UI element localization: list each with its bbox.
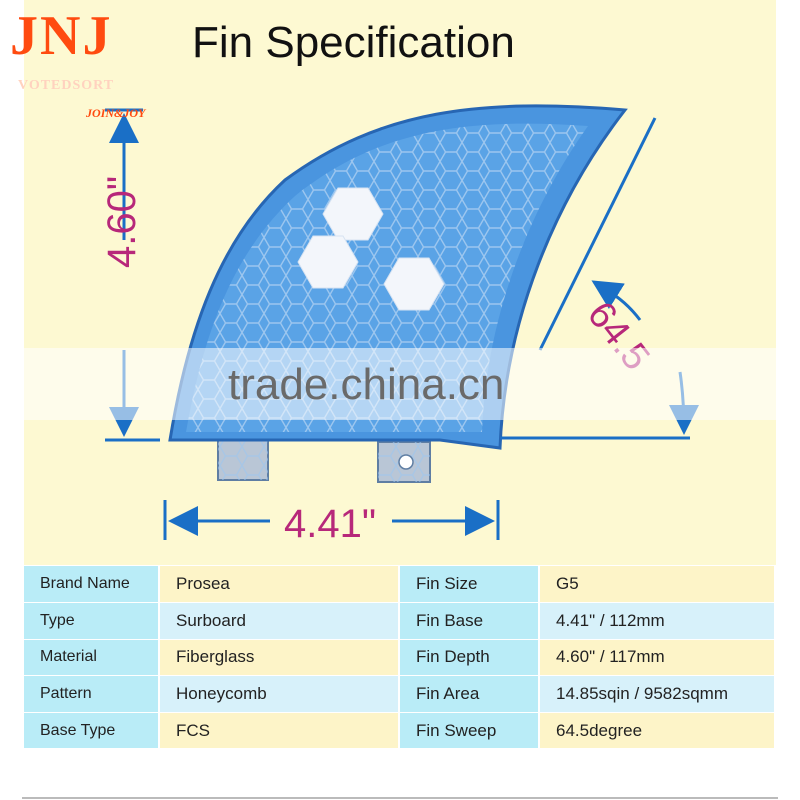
base-dimension-label: 4.41" <box>284 502 377 546</box>
spec-label: Pattern <box>24 675 160 713</box>
spec-label: Material <box>24 639 160 677</box>
table-row: Base Type FCS Fin Sweep 64.5degree <box>24 712 776 750</box>
spec-value: 14.85sqin / 9582sqmm <box>539 675 776 713</box>
fin-plug-rear <box>377 441 431 483</box>
spec-value: 4.41" / 112mm <box>539 602 776 640</box>
logo-tagline: JOIN&JOY <box>86 106 146 120</box>
page-title: Fin Specification <box>192 18 515 67</box>
spec-value: Surboard <box>159 602 400 640</box>
hexagon-logo-icon <box>297 187 445 311</box>
spec-label: Brand Name <box>24 566 160 604</box>
table-row: Brand Name Prosea Fin Size G5 <box>24 566 776 604</box>
fin-plug-front <box>217 439 269 481</box>
spec-label: Fin Size <box>399 566 540 604</box>
spec-label: Fin Base <box>399 602 540 640</box>
height-dimension-label: 4.60" <box>100 175 144 268</box>
logo-text: JNJ <box>10 5 113 67</box>
table-row: Material Fiberglass Fin Depth 4.60" / 11… <box>24 639 776 677</box>
table-row: Type Surboard Fin Base 4.41" / 112mm <box>24 602 776 640</box>
table-row: Pattern Honeycomb Fin Area 14.85sqin / 9… <box>24 675 776 713</box>
spec-label: Type <box>24 602 160 640</box>
watermark-text: trade.china.cn <box>228 360 505 409</box>
spec-value: 4.60" / 117mm <box>539 639 776 677</box>
spec-value: FCS <box>159 712 400 750</box>
spec-value: G5 <box>539 566 776 604</box>
spec-value: Fiberglass <box>159 639 400 677</box>
spec-label: Fin Area <box>399 675 540 713</box>
spec-label: Fin Sweep <box>399 712 540 750</box>
divider <box>22 797 778 799</box>
base-dimension-arrow <box>163 500 500 540</box>
logo-subtext: VOTEDSORT <box>18 78 115 93</box>
watermark-band <box>0 348 800 420</box>
spec-table: Brand Name Prosea Fin Size G5 Type Surbo… <box>24 566 776 750</box>
spec-label: Fin Depth <box>399 639 540 677</box>
brand-logo: JNJ VOTEDSORT JOIN&JOY <box>10 5 160 120</box>
spec-value: Prosea <box>159 566 400 604</box>
spec-value: 64.5degree <box>539 712 776 750</box>
spec-label: Base Type <box>24 712 160 750</box>
spec-value: Honeycomb <box>159 675 400 713</box>
